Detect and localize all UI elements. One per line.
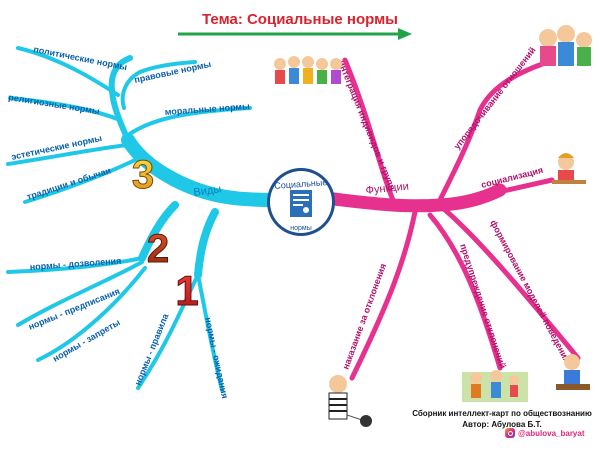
prisoner-icon xyxy=(328,375,372,427)
branch-functions: Функции xyxy=(365,181,409,197)
label-traditions: традиции и обычаи xyxy=(26,165,113,202)
boy-fixing-icon xyxy=(556,354,590,390)
label-religious: религиозные нормы xyxy=(8,92,101,116)
teacher-icon xyxy=(552,153,586,184)
types-branches xyxy=(6,46,282,392)
credits-line2: Автор: Абулова Б.Т. xyxy=(462,420,542,429)
label-prohibitions: нормы - запреты xyxy=(51,317,122,364)
instagram-handle[interactable]: @abulova_baryat xyxy=(505,428,585,438)
instagram-text: @abulova_baryat xyxy=(518,428,585,438)
branch-types: Виды xyxy=(193,183,222,199)
label-moral: моральные нормы xyxy=(164,101,250,117)
certificate-icon xyxy=(290,190,312,217)
center-title-line2: нормы xyxy=(290,225,312,232)
arrow-right-icon xyxy=(178,28,412,40)
family-icon xyxy=(539,25,592,66)
instagram-icon xyxy=(505,428,515,438)
number-3: 3 xyxy=(132,153,154,197)
family-activity-icon xyxy=(462,370,528,402)
number-1: 1 xyxy=(175,267,198,314)
functions-branches xyxy=(318,57,581,381)
label-prevention: предупреждение отклонений xyxy=(458,243,508,370)
children-group-icon xyxy=(274,56,342,84)
label-integration: интеграция индивидов и групп xyxy=(336,59,397,192)
label-rules: нормы - правила xyxy=(133,311,171,386)
center-node: Социальные нормы xyxy=(267,168,335,236)
center-title-line1: Социальные xyxy=(274,177,328,191)
label-expectations: нормы - ожидания xyxy=(203,316,230,399)
page-title: Тема: Социальные нормы xyxy=(202,11,398,28)
number-2: 2 xyxy=(147,227,169,271)
label-ordering: упорядочивание отношений xyxy=(452,45,538,151)
credits-line1: Сборник интеллект-карт по обществознанию xyxy=(412,409,592,418)
